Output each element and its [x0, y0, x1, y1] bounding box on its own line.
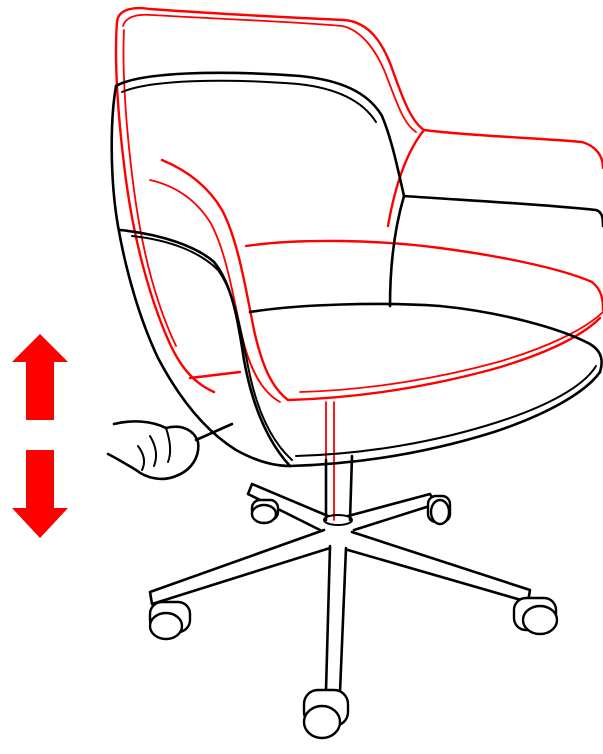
- hand-outline: [108, 421, 198, 479]
- base-leg-front-right: [348, 532, 530, 602]
- arrow-down-icon: [12, 450, 68, 538]
- chair-raised-outline: [116, 8, 603, 520]
- caster-back-left: [252, 500, 278, 523]
- chair-current-outline: [108, 73, 603, 738]
- raised-backrest-outer: [117, 8, 603, 168]
- base-leg-front: [326, 546, 346, 692]
- base-leg-back-right: [348, 494, 436, 530]
- raised-arm-front-inner: [150, 180, 280, 402]
- caster-back-right: [428, 496, 450, 524]
- base-leg-front-left: [150, 530, 330, 604]
- raised-seat-back-line: [246, 241, 603, 310]
- lever: [196, 424, 232, 440]
- armrest-right-inner: [390, 196, 404, 306]
- caster-front: [304, 690, 348, 738]
- backrest-left-edge: [112, 86, 290, 466]
- raised-lever: [190, 372, 240, 378]
- column-right: [350, 456, 352, 520]
- shell-front-edge-inner: [132, 236, 292, 460]
- backrest-top-inner: [122, 81, 376, 122]
- backrest-top: [116, 73, 404, 196]
- seat-back-line: [250, 304, 602, 372]
- arrow-up-icon: [12, 334, 68, 420]
- seat-front-edge: [290, 372, 600, 466]
- raised-arm-right: [388, 130, 424, 226]
- armrest-right-top: [404, 196, 603, 226]
- caster-front-left: [150, 602, 190, 639]
- shell-front-edge: [120, 230, 290, 466]
- height-arrows: [12, 334, 68, 538]
- hand-fingers: [138, 428, 170, 470]
- caster-front-right: [514, 598, 557, 634]
- hand-on-lever: [108, 421, 232, 479]
